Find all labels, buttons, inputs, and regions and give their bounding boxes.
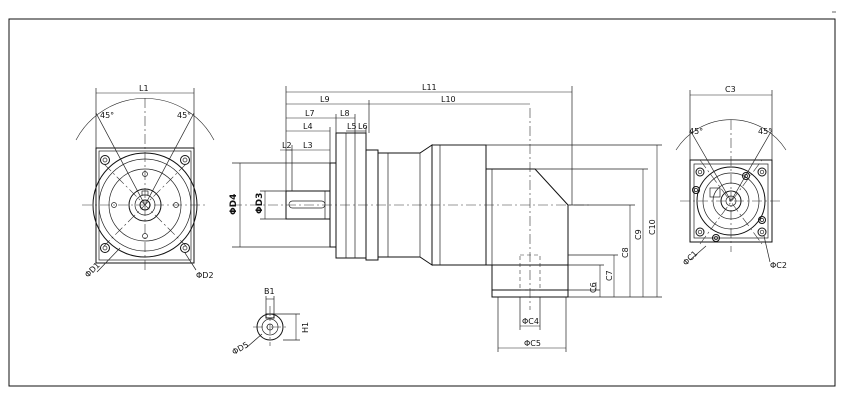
label-L7: L7: [305, 109, 315, 118]
label-C4: ΦC4: [522, 317, 539, 326]
label-D3: ΦD3: [255, 193, 265, 214]
label-L4: L4: [303, 122, 313, 131]
label-C6: C6: [589, 282, 598, 293]
drawing-frame: [8, 18, 836, 387]
label-C8: C8: [621, 247, 630, 258]
label-L9: L9: [320, 95, 330, 104]
label-C1: ΦC1: [681, 249, 699, 267]
label-D4: ΦD4: [229, 194, 239, 215]
label-angle-left-b: 45°: [177, 111, 191, 120]
label-C2: ΦC2: [770, 261, 787, 270]
label-C3: C3: [725, 85, 736, 94]
label-D2: ΦD2: [196, 271, 214, 280]
gearbox-side-view: [232, 86, 662, 352]
label-B1: B1: [264, 287, 275, 296]
output-flange-view: [675, 90, 787, 263]
label-L6: L6: [358, 122, 368, 131]
label-C7: C7: [605, 270, 614, 281]
label-L8: L8: [340, 109, 350, 118]
label-L3: L3: [303, 141, 313, 150]
label-D5: ΦD5: [231, 340, 251, 357]
label-L5: L5: [347, 122, 357, 131]
label-C9: C9: [634, 229, 643, 240]
shaft-key-detail: [245, 296, 300, 349]
label-L2: L2: [282, 141, 292, 150]
label-angle-right-b: 45°: [758, 127, 772, 136]
label-L10: L10: [441, 95, 456, 104]
label-angle-left-a: 45°: [100, 111, 114, 120]
label-C5: ΦC5: [524, 339, 541, 348]
label-H1: H1: [301, 322, 310, 333]
label-angle-right-a: 45°: [689, 127, 703, 136]
label-L1: L1: [139, 84, 149, 93]
label-C10: C10: [648, 219, 657, 235]
label-L11: L11: [422, 83, 437, 92]
input-flange-view: [75, 88, 215, 273]
